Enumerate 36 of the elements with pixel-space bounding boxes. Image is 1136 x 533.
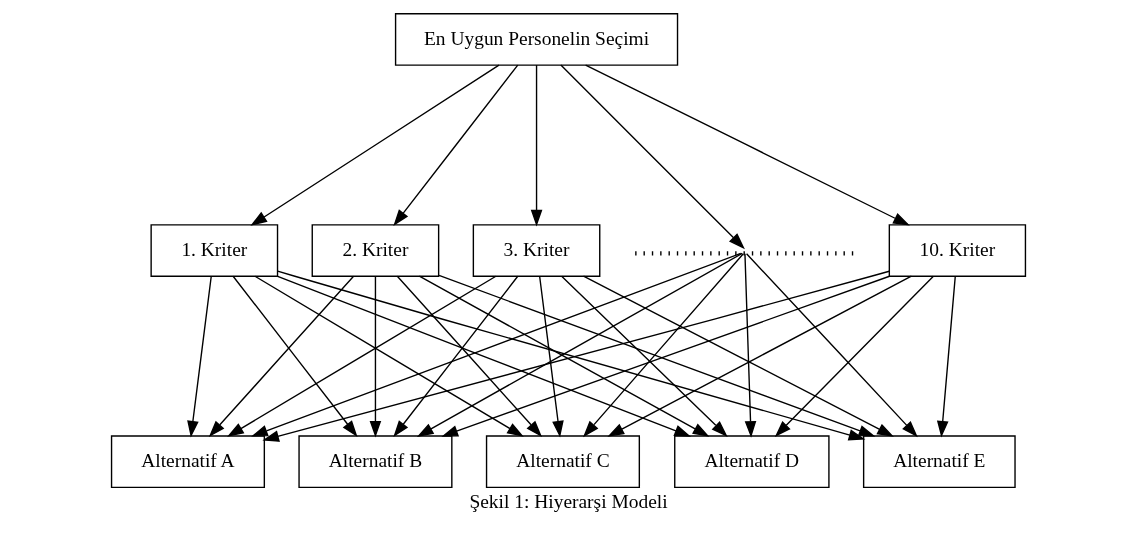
arrow: [559, 64, 745, 250]
arrow: [560, 275, 728, 437]
arrow: [936, 275, 956, 438]
node-box: 10. Kriter: [888, 224, 1026, 277]
arrow: [584, 64, 910, 226]
arrow: [774, 275, 934, 437]
arrow: [538, 275, 564, 438]
node-box: 3. Kriter: [472, 224, 600, 277]
arrow: [231, 275, 358, 438]
arrow: [743, 253, 756, 438]
node-box: Alternatif B: [297, 435, 453, 489]
node-line: [634, 251, 855, 256]
arrow: [275, 275, 691, 437]
arrow: [186, 275, 212, 438]
arrow: [208, 275, 354, 438]
arrow: [392, 275, 518, 438]
node-box: Alternatif A: [110, 435, 265, 489]
arrow: [416, 252, 743, 437]
arrow: [249, 64, 500, 226]
arrow: [745, 253, 918, 438]
arrow: [250, 252, 741, 437]
arrow: [226, 275, 497, 437]
node-box: Alternatif C: [485, 435, 640, 489]
arrow: [253, 275, 524, 437]
arrow: [392, 64, 518, 226]
node-box: 1. Kriter: [149, 224, 278, 277]
arrow: [396, 275, 542, 438]
arrow: [369, 275, 381, 438]
caption: Şekil 1: Hiyerarşi Modeli: [468, 491, 668, 513]
node-box: Alternatif D: [673, 435, 830, 489]
node-box: 2. Kriter: [311, 224, 439, 277]
arrow: [530, 64, 542, 227]
node-box: En Uygun Personelin Seçimi: [394, 13, 678, 66]
arrow: [418, 275, 709, 437]
arrow: [582, 253, 744, 438]
node-box: Alternatif E: [862, 435, 1016, 489]
